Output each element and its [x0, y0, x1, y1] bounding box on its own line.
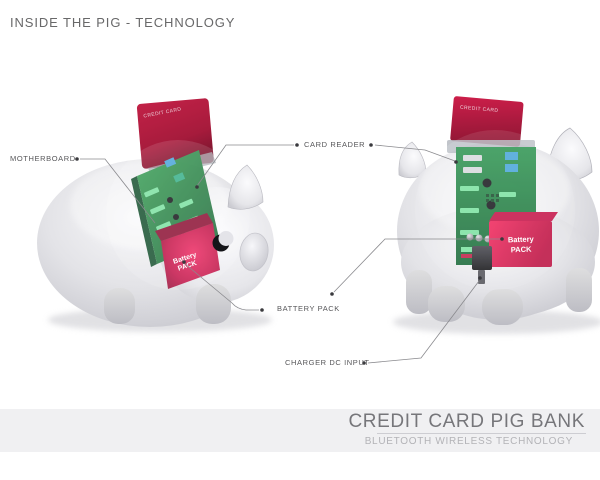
- right-credit-card-label: CREDIT CARD: [460, 105, 499, 114]
- left-pig-leg: [196, 284, 231, 324]
- callout-lines: [80, 144, 500, 364]
- left-pig-ear: [227, 164, 264, 210]
- right-pig-ear: [398, 141, 427, 179]
- callout-dots: [75, 143, 504, 365]
- right-pig-leg: [482, 289, 523, 325]
- left-pcb-side: [131, 176, 157, 267]
- card-reader-left-callout-line: [196, 144, 294, 187]
- right-battery-label-line2: PACK: [511, 245, 533, 255]
- right-pig: CREDIT CARD: [393, 96, 600, 334]
- right-pig-leg: [566, 268, 592, 312]
- product-title: CREDIT CARD PIG BANK: [348, 411, 585, 432]
- right-pig-leg: [406, 270, 432, 314]
- left-pig: CREDIT CARD: [37, 98, 274, 332]
- left-pig-internals: CREDIT CARD: [106, 98, 250, 290]
- right-pcb-components: [460, 152, 518, 258]
- footer-divider: [377, 433, 586, 434]
- right-credit-card: CREDIT CARD: [450, 96, 524, 147]
- motherboard-callout-line: [80, 158, 156, 224]
- left-pig-eye-icon: [212, 231, 234, 252]
- battery-right-callout-line: [333, 238, 500, 293]
- page-title: INSIDE THE PIG - TECHNOLOGY: [10, 15, 236, 30]
- battery-left-callout-line: [183, 262, 259, 311]
- product-subtitle: BLUETOOTH WIRELESS TECHNOLOGY: [364, 436, 573, 447]
- card-reader-right-callout-line: [374, 144, 456, 162]
- label-card-reader: CARD READER: [304, 140, 366, 149]
- right-pig-internals: CREDIT CARD: [415, 96, 575, 290]
- footer-panel: [0, 409, 600, 452]
- right-battery-label-line1: Battery: [508, 234, 535, 244]
- right-battery-pack: Battery PACK: [489, 212, 558, 267]
- left-pig-snout: [239, 232, 269, 272]
- label-motherboard: MOTHERBOARD: [10, 154, 76, 163]
- left-battery-pack: Battery PACK: [155, 213, 220, 289]
- left-credit-card: CREDIT CARD: [136, 98, 214, 169]
- dc-connector: [472, 246, 492, 284]
- right-pig-leg: [428, 286, 465, 322]
- charger-callout-line: [367, 280, 480, 364]
- label-battery-pack: BATTERY PACK: [277, 304, 340, 313]
- left-pig-leg: [104, 288, 135, 324]
- label-charger-dc-input: CHARGER DC INPUT: [285, 358, 370, 367]
